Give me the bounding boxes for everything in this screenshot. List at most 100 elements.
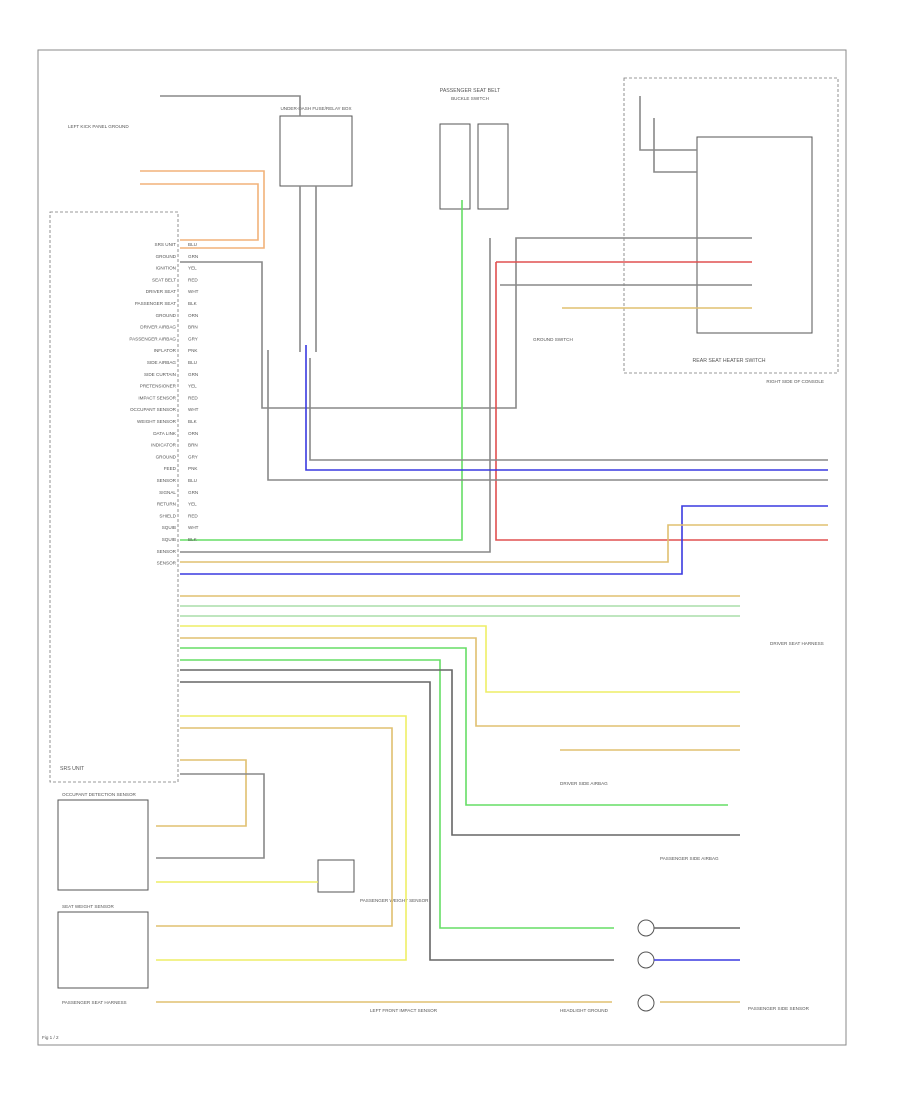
srs-pin-label: PASSENGER SEAT xyxy=(135,301,176,306)
wire-code-label: GRY xyxy=(188,336,198,341)
srs-pin-label: IGNITION xyxy=(156,266,176,271)
srs-pin-label: SENSOR xyxy=(157,478,177,483)
wire-code-label: GRN xyxy=(188,490,198,495)
left-front-sensor-label: LEFT FRONT IMPACT SENSOR xyxy=(370,1008,438,1013)
srs-pin-label: SQUIB xyxy=(162,537,176,542)
wire-red-2 xyxy=(495,262,828,541)
wire-code-label: PNK xyxy=(188,466,198,471)
srs-pin-label: SQUIB xyxy=(162,525,176,530)
srs-pin-label: PRETENSIONER xyxy=(140,384,177,389)
wire-code-label: WHT xyxy=(188,525,199,530)
wire-green-3 xyxy=(180,659,614,929)
fuse-box-label: UNDER-DASH FUSE/RELAY BOX xyxy=(280,106,351,111)
wire-code-label: BLU xyxy=(188,478,197,483)
wire-code-label: GRN xyxy=(188,372,198,377)
pass-sensor-circle-3 xyxy=(637,994,655,1012)
srs-pin-label: SENSOR xyxy=(157,549,177,554)
wire-right-switch-2 xyxy=(653,118,697,173)
wire-ground-left xyxy=(160,95,301,116)
wire-gray-8 xyxy=(156,773,265,859)
srs-pin-label: SENSOR xyxy=(157,561,177,566)
pass-weight-label: PASSENGER WEIGHT SENSOR xyxy=(360,898,429,903)
wire-code-label: BRN xyxy=(188,325,198,330)
srs-pin-label: GROUND xyxy=(156,254,177,259)
wire-code-label: BLK xyxy=(188,419,198,424)
right-cluster-label: RIGHT SIDE OF CONSOLE xyxy=(766,379,824,384)
wire-green-2 xyxy=(180,647,728,806)
pass-sensor-label: PASSENGER SIDE SENSOR xyxy=(748,1006,810,1011)
wire-orange-top-2 xyxy=(140,183,259,241)
wire-code-label: YEL xyxy=(188,502,197,507)
pass-weight-box xyxy=(317,859,355,893)
srs-pin-label: GROUND xyxy=(156,313,177,318)
ground-left-label: LEFT KICK PANEL GROUND xyxy=(68,124,129,129)
srs-pin-label: SHIELD xyxy=(159,513,176,518)
srs-pin-label: OCCUPANT SENSOR xyxy=(130,407,177,412)
headlight-ground-label: HEADLIGHT GROUND xyxy=(560,1008,609,1013)
switch-x-label: GROUND SWITCH xyxy=(533,337,573,342)
srs-pin-label: GROUND xyxy=(156,454,177,459)
wire-code-label: ORN xyxy=(188,313,198,318)
wire-gray-5 xyxy=(309,358,828,461)
page-label: Fig 1 / 2 xyxy=(42,1035,59,1040)
pass-belt-title: PASSENGER SEAT BELT xyxy=(440,88,501,94)
wire-code-label: RED xyxy=(188,513,198,518)
pass-sensor-circle-2 xyxy=(637,951,655,969)
wire-code-label: GRN xyxy=(188,254,198,259)
wire-right-switch xyxy=(639,96,697,151)
seat-sensor-label: SEAT WEIGHT SENSOR xyxy=(62,904,114,909)
srs-unit-label: SRS UNIT xyxy=(60,766,85,772)
srs-unit-frame xyxy=(49,211,179,783)
wire-code-label: WHT xyxy=(188,289,199,294)
wire-gray-7 xyxy=(180,681,614,961)
srs-pin-label: PASSENGER AIRBAG xyxy=(129,336,176,341)
wire-code-label: BLU xyxy=(188,242,197,247)
srs-pin-label: DRIVER AIRBAG xyxy=(140,325,176,330)
srs-pin-label: INFLATOR xyxy=(154,348,177,353)
srs-pin-label: INDICATOR xyxy=(151,443,177,448)
wire-gray-1 xyxy=(180,237,752,409)
occupant-sensor-box xyxy=(57,799,149,891)
wire-green xyxy=(180,200,463,541)
wire-code-label: BLK xyxy=(188,537,198,542)
srs-pin-label: SIDE AIRBAG xyxy=(147,360,177,365)
wire-code-label: WHT xyxy=(188,407,199,412)
wire-yellow-3 xyxy=(156,715,407,961)
wire-code-label: BLK xyxy=(188,301,198,306)
srs-pin-label: RETURN xyxy=(157,502,176,507)
wire-gray-3 xyxy=(180,238,491,553)
wire-code-label: YEL xyxy=(188,266,197,271)
diagram-frame xyxy=(37,49,847,1046)
srs-pin-label: SEAT BELT xyxy=(152,277,176,282)
wire-code-label: BLU xyxy=(188,360,197,365)
wire-code-label: BRN xyxy=(188,443,198,448)
wire-code-label: PNK xyxy=(188,348,198,353)
wire-yellow xyxy=(180,625,740,693)
wire-blue-2 xyxy=(305,345,828,471)
driver-side-airbag-label: DRIVER SIDE AIRBAG xyxy=(560,781,608,786)
srs-pin-label: FEED xyxy=(164,466,177,471)
right-cluster-frame xyxy=(623,77,839,374)
srs-pin-label: SRS UNIT xyxy=(155,242,177,247)
srs-pin-label: DATA LINK xyxy=(153,431,177,436)
right-cluster-title: REAR SEAT HEATER SWITCH xyxy=(693,358,766,364)
wire-tan-4 xyxy=(156,759,247,827)
wire-code-label: RED xyxy=(188,395,198,400)
wire-gray-6 xyxy=(180,669,740,836)
wire-yellow-4 xyxy=(156,727,393,927)
pass-belt-box xyxy=(439,123,471,210)
seat-harness-label: PASSENGER SEAT HARNESS xyxy=(62,1000,127,1005)
srs-pin-label: IMPACT SENSOR xyxy=(138,395,176,400)
occupant-sensor-label: OCCUPANT DETECTION SENSOR xyxy=(62,792,137,797)
wire-code-label: RED xyxy=(188,277,198,282)
pass-belt-label: BUCKLE SWITCH xyxy=(451,96,489,101)
wire-code-label: GRY xyxy=(188,454,198,459)
srs-pin-label: SIDE CURTAIN xyxy=(144,372,176,377)
wire-code-label: ORN xyxy=(188,431,198,436)
srs-pin-label: WEIGHT SENSOR xyxy=(137,419,177,424)
wire-gray-4 xyxy=(267,350,828,481)
wire-code-label: YEL xyxy=(188,384,197,389)
wire-blue xyxy=(180,505,828,575)
